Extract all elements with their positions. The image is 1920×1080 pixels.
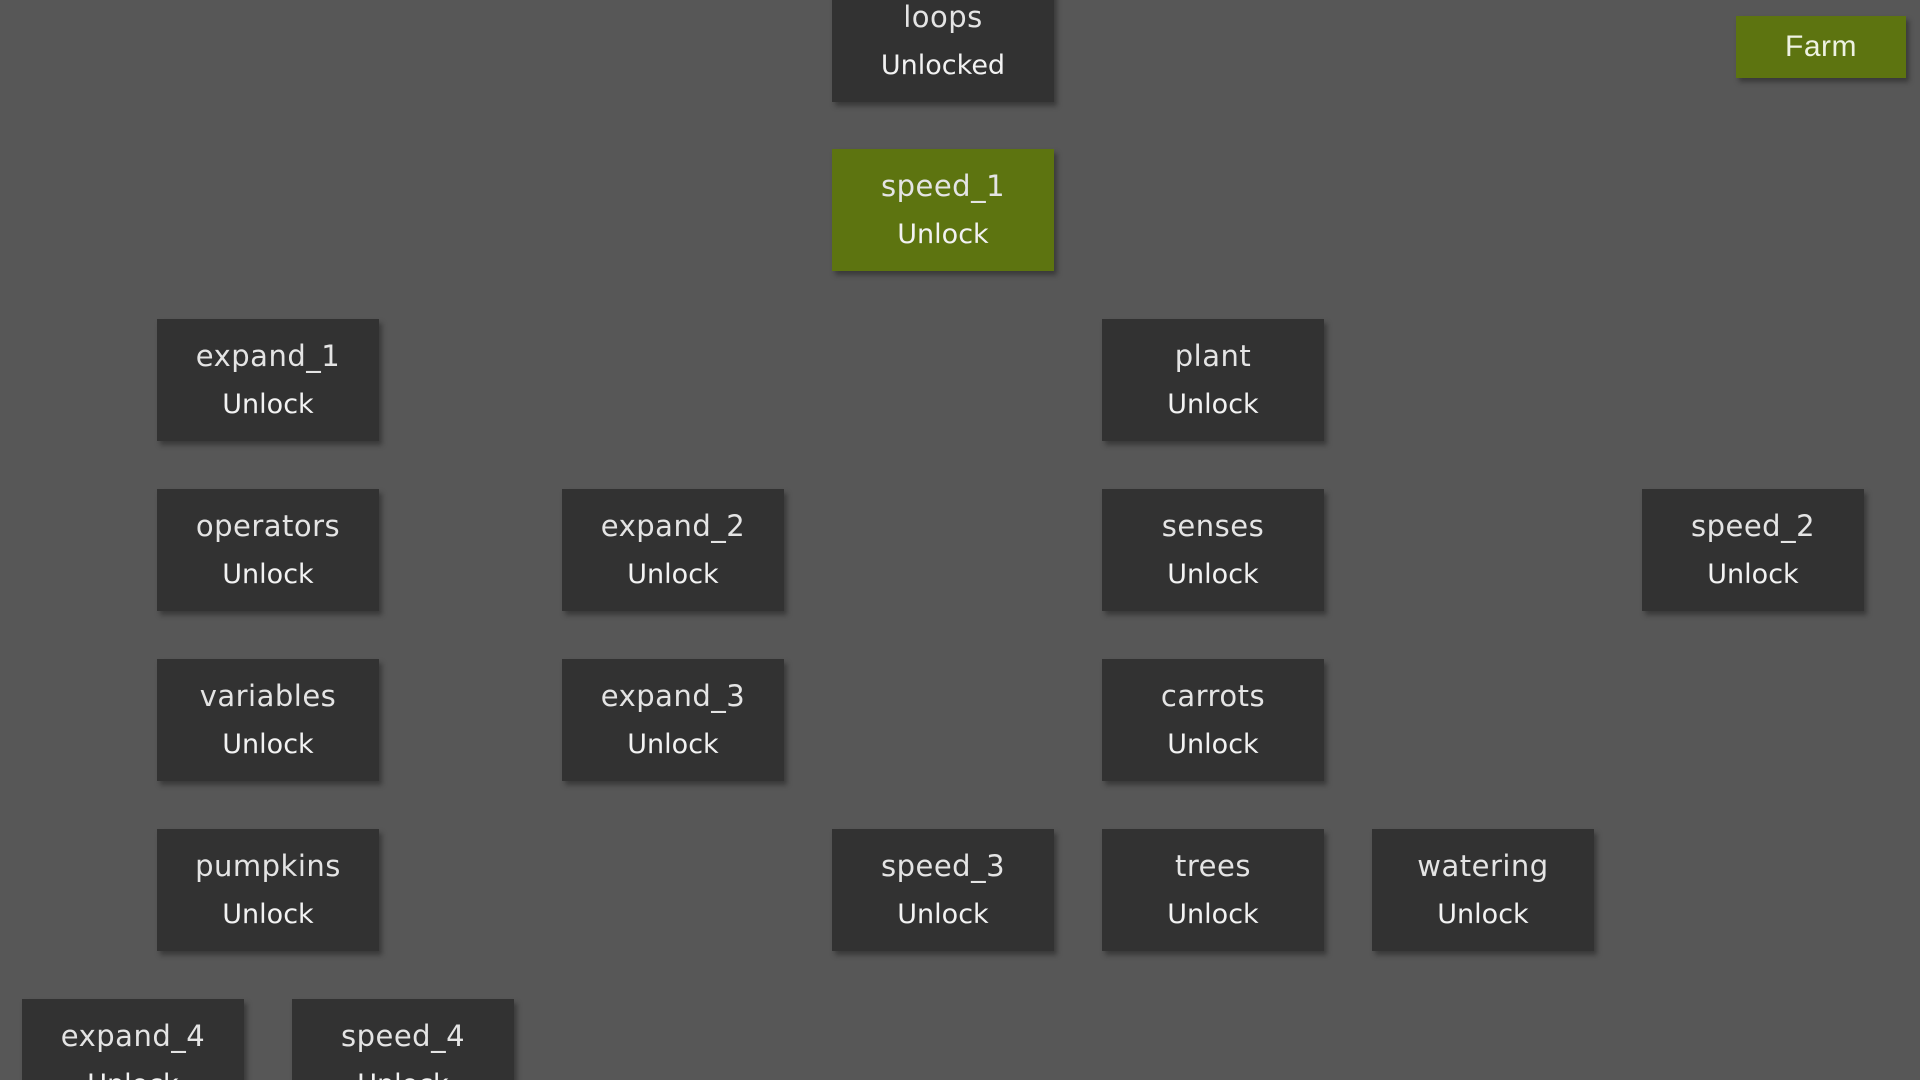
upgrade-node-title: speed_4 <box>340 1019 466 1053</box>
upgrade-node-title: senses <box>1161 509 1265 543</box>
upgrade-node-title: pumpkins <box>195 849 341 883</box>
upgrade-node-operators[interactable]: operators Unlock <box>157 489 379 611</box>
upgrade-node-title: plant <box>1174 339 1252 373</box>
upgrade-node-title: expand_4 <box>60 1019 206 1053</box>
upgrade-node-title: operators <box>195 509 341 543</box>
upgrade-node-plant[interactable]: plant Unlock <box>1102 319 1324 441</box>
upgrade-node-status: Unlock <box>897 219 989 250</box>
upgrade-node-status: Unlock <box>897 899 989 930</box>
upgrade-node-status: Unlock <box>1707 559 1799 590</box>
upgrade-node-expand-3[interactable]: expand_3 Unlock <box>562 659 784 781</box>
farm-button[interactable]: Farm <box>1736 16 1906 78</box>
upgrade-node-status: Unlock <box>1437 899 1529 930</box>
upgrade-node-speed-3[interactable]: speed_3 Unlock <box>832 829 1054 951</box>
upgrade-node-senses[interactable]: senses Unlock <box>1102 489 1324 611</box>
upgrade-node-carrots[interactable]: carrots Unlock <box>1102 659 1324 781</box>
upgrade-node-expand-2[interactable]: expand_2 Unlock <box>562 489 784 611</box>
upgrade-node-title: loops <box>903 0 983 34</box>
upgrade-node-status: Unlock <box>1167 389 1259 420</box>
upgrade-node-watering[interactable]: watering Unlock <box>1372 829 1594 951</box>
upgrade-node-status: Unlock <box>222 899 314 930</box>
upgrade-node-title: expand_3 <box>600 679 746 713</box>
upgrade-node-expand-4[interactable]: expand_4 Unlock <box>22 999 244 1080</box>
upgrade-node-status: Unlock <box>1167 899 1259 930</box>
upgrade-node-expand-1[interactable]: expand_1 Unlock <box>157 319 379 441</box>
upgrade-node-title: watering <box>1417 849 1549 883</box>
upgrade-node-variables[interactable]: variables Unlock <box>157 659 379 781</box>
upgrade-node-title: expand_1 <box>195 339 341 373</box>
upgrade-node-title: expand_2 <box>600 509 746 543</box>
upgrade-node-title: speed_2 <box>1690 509 1816 543</box>
upgrade-node-speed-4[interactable]: speed_4 Unlock <box>292 999 514 1080</box>
upgrade-node-status: Unlock <box>1167 729 1259 760</box>
upgrade-node-speed-1[interactable]: speed_1 Unlock <box>832 149 1054 271</box>
upgrade-node-title: carrots <box>1160 679 1266 713</box>
upgrade-node-trees[interactable]: trees Unlock <box>1102 829 1324 951</box>
upgrade-node-pumpkins[interactable]: pumpkins Unlock <box>157 829 379 951</box>
upgrade-node-status: Unlock <box>627 559 719 590</box>
upgrade-node-loops[interactable]: loops Unlocked <box>832 0 1054 102</box>
upgrade-node-speed-2[interactable]: speed_2 Unlock <box>1642 489 1864 611</box>
upgrade-node-status: Unlock <box>1167 559 1259 590</box>
upgrade-node-title: trees <box>1175 849 1251 883</box>
upgrade-node-status: Unlock <box>222 389 314 420</box>
upgrade-node-title: speed_1 <box>880 169 1006 203</box>
upgrade-node-status: Unlock <box>222 729 314 760</box>
upgrade-node-status: Unlock <box>222 559 314 590</box>
upgrade-node-status: Unlock <box>87 1071 178 1080</box>
upgrade-node-status: Unlocked <box>880 50 1006 81</box>
upgrade-node-status: Unlock <box>357 1071 448 1080</box>
upgrade-node-title: speed_3 <box>880 849 1006 883</box>
upgrade-node-status: Unlock <box>627 729 719 760</box>
upgrade-node-title: variables <box>199 679 337 713</box>
